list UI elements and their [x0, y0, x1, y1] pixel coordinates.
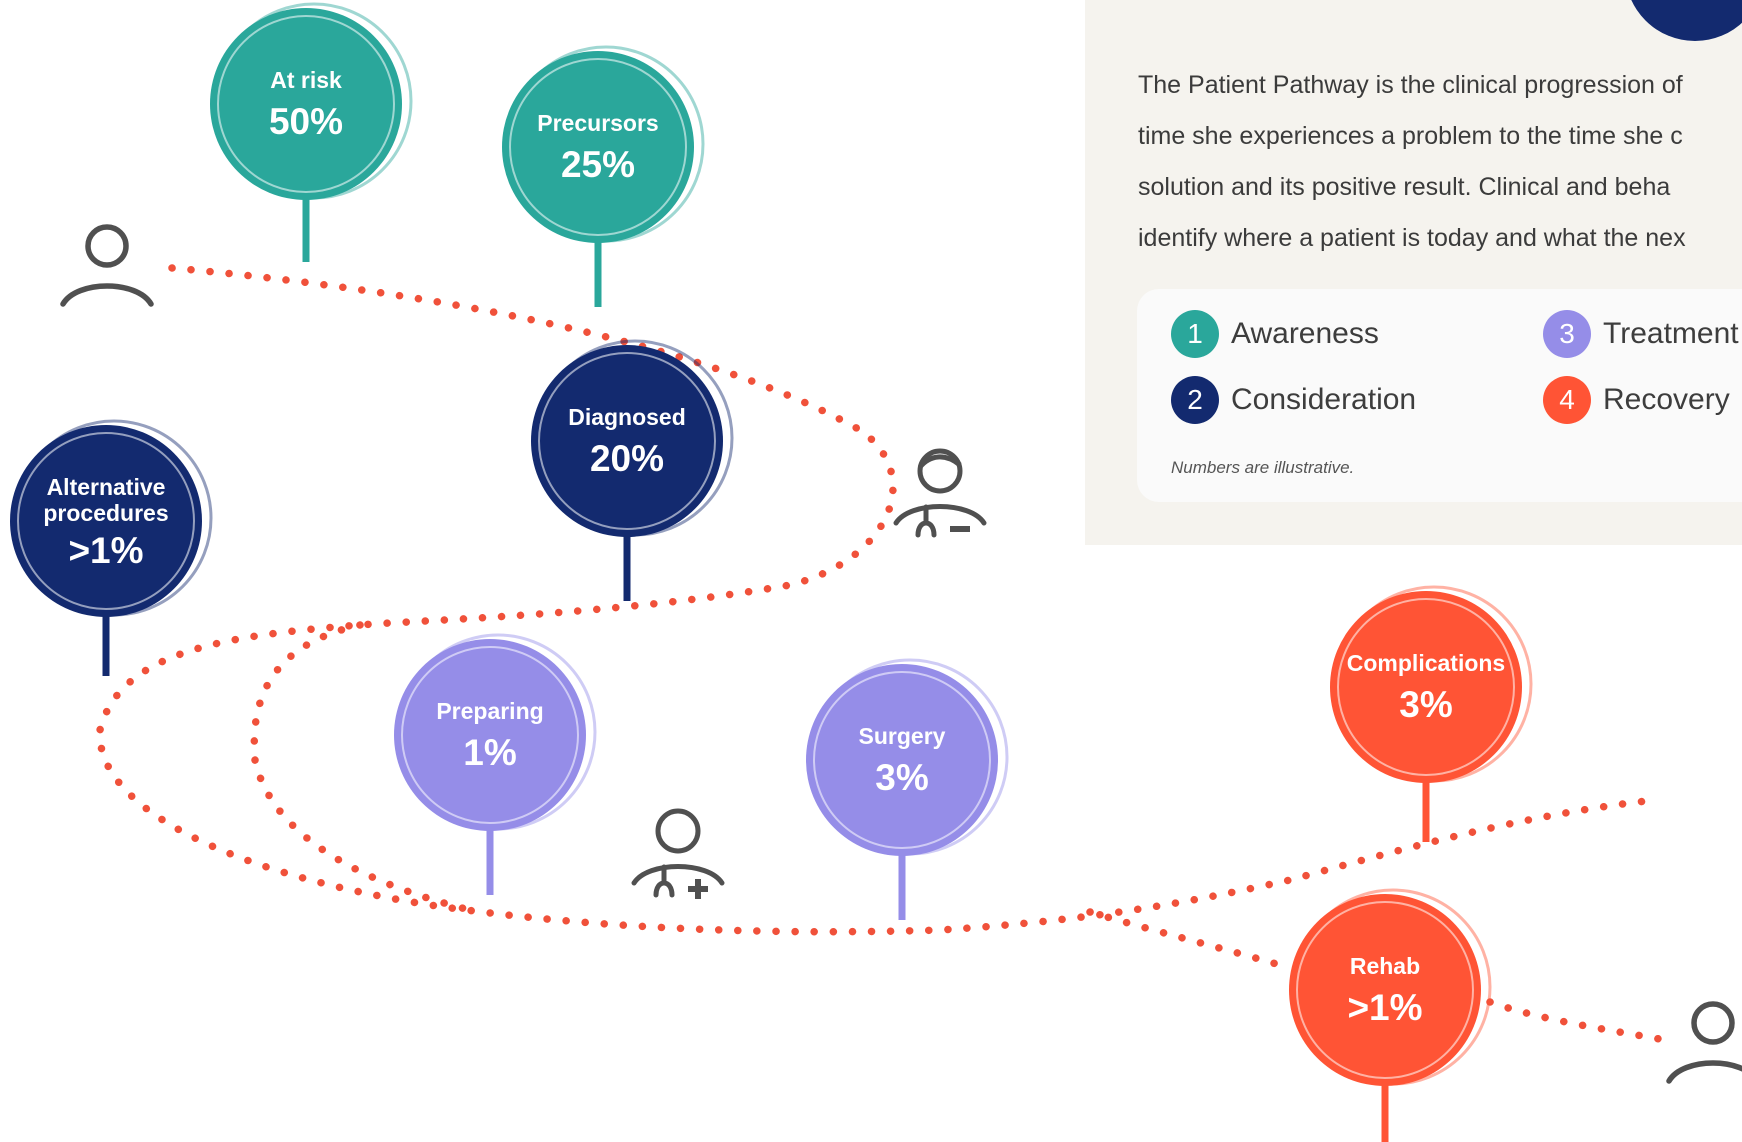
legend-item-treatment: 3 Treatment	[1543, 310, 1739, 358]
pin-ring	[401, 646, 579, 824]
stage-label: Complications	[1347, 650, 1505, 676]
stage-label: Precursors	[537, 110, 658, 136]
stage-label: Surgery	[859, 723, 946, 749]
pathway-dots	[1486, 998, 1669, 1044]
legend-label: Awareness	[1231, 317, 1379, 350]
stage-pin-preparing: Preparing 1%	[394, 633, 597, 895]
legend-label: Treatment	[1603, 317, 1739, 350]
legend-item-consideration: 2 Consideration	[1171, 376, 1416, 424]
pin-ring	[1337, 598, 1515, 776]
pin-circle	[394, 639, 586, 831]
legend-number: 3	[1543, 310, 1591, 358]
pin-ring	[509, 58, 687, 236]
legend-number: 1	[1171, 310, 1219, 358]
pin-circle	[806, 664, 998, 856]
stage-pin-diagnosed: Diagnosed 20%	[531, 339, 734, 601]
stage-value: 1%	[463, 732, 516, 773]
stage-value: 20%	[590, 438, 664, 479]
stage-value: 50%	[269, 101, 343, 142]
stage-pin-rehab: Rehab >1%	[1289, 888, 1492, 1142]
stage-value: 3%	[875, 757, 928, 798]
pin-circle	[1330, 591, 1522, 783]
pin-circle	[502, 51, 694, 243]
stage-pins: At risk 50% Precursors 25% Diagnosed 20% Alter…	[10, 2, 1533, 1142]
legend-item-awareness: 1 Awareness	[1171, 310, 1379, 358]
pin-ring	[217, 15, 395, 193]
legend-item-recovery: 4 Recovery	[1543, 376, 1730, 424]
pin-circle	[1289, 894, 1481, 1086]
pathway-dots	[96, 264, 1659, 936]
person-icon	[60, 224, 154, 307]
pin-circle	[10, 425, 202, 617]
stage-label: At risk	[270, 67, 342, 93]
pin-ring	[813, 671, 991, 849]
stage-pin-complications: Complications 3%	[1330, 585, 1533, 842]
pin-circle	[531, 345, 723, 537]
pin-ring	[17, 432, 195, 610]
pathway-dots	[1086, 908, 1294, 972]
pathway-description: The Patient Pathway is the clinical prog…	[1138, 60, 1742, 264]
legend-number: 4	[1543, 376, 1591, 424]
stage-value: 25%	[561, 144, 635, 185]
pathway-dotted-paths	[96, 264, 1669, 1044]
description-line: time she experiences a problem to the ti…	[1138, 122, 1683, 150]
pin-ring	[538, 352, 716, 530]
doctor-minus-icon	[893, 448, 987, 538]
pathway-dots	[250, 621, 474, 914]
pin-circle	[210, 8, 402, 200]
stage-label: Diagnosed	[568, 404, 686, 430]
legend-label: Recovery	[1603, 383, 1730, 416]
stage-value: 3%	[1399, 684, 1452, 725]
stage-value: >1%	[1347, 987, 1422, 1028]
stage-pin-precursors: Precursors 25%	[502, 45, 705, 307]
doctor-plus-icon	[631, 808, 725, 899]
stage-pin-surgery: Surgery 3%	[806, 658, 1009, 920]
legend-number: 2	[1171, 376, 1219, 424]
stage-pin-at-risk: At risk 50%	[210, 2, 413, 262]
legend-note: Numbers are illustrative.	[1171, 458, 1355, 477]
legend-label: Consideration	[1231, 383, 1417, 416]
stage-label: Rehab	[1350, 953, 1420, 979]
legend-card	[1137, 289, 1742, 502]
description-line: solution and its positive result. Clinic…	[1138, 173, 1671, 201]
person-icon	[1666, 1001, 1742, 1084]
person-icons	[60, 224, 1742, 1084]
stage-label: Preparing	[436, 698, 543, 724]
description-line: The Patient Pathway is the clinical prog…	[1138, 71, 1683, 99]
description-line: identify where a patient is today and wh…	[1138, 224, 1686, 252]
stage-value: >1%	[68, 530, 143, 571]
pin-ring	[1296, 901, 1474, 1079]
